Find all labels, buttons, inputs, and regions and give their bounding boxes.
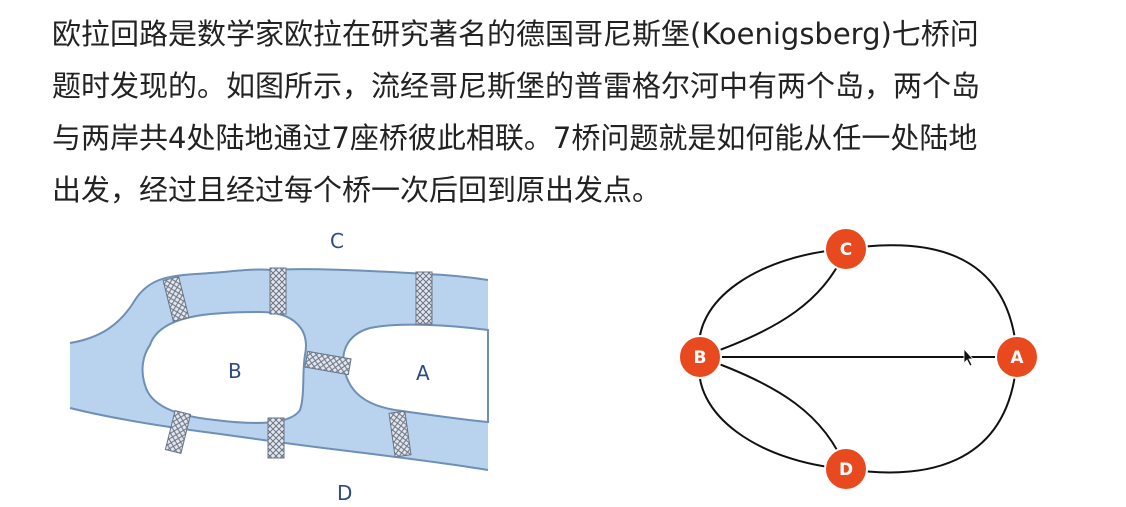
node-label-c: C [840, 240, 852, 260]
map-label-d: D [337, 481, 352, 505]
bridge-2 [269, 267, 287, 315]
description-line-1: 欧拉回路是数学家欧拉在研究著名的德国哥尼斯堡(Koenigsberg)七桥问 [52, 17, 979, 51]
node-label-b: B [694, 348, 707, 368]
node-label-a: A [1010, 348, 1024, 368]
bridge-3 [415, 271, 433, 325]
description-line-2: 题时发现的。如图所示，流经哥尼斯堡的普雷格尔河中有两个岛，两个岛 [52, 69, 981, 103]
edge-d-a [845, 356, 1018, 474]
bridge-graph: C B A D [678, 227, 1039, 491]
bridge-5 [164, 410, 192, 454]
graph-node-a: A [995, 335, 1039, 379]
cursor-icon [963, 347, 974, 367]
edge-b-c-outer [698, 248, 847, 358]
map-label-c: C [330, 229, 344, 253]
island-b [141, 310, 307, 424]
node-label-d: D [839, 460, 853, 480]
koenigsberg-map: C B A D [69, 229, 489, 505]
map-label-b: B [228, 359, 242, 383]
description-line-4: 出发，经过且经过每个桥一次后回到原出发点。 [52, 173, 662, 207]
bridge-4 [304, 350, 352, 376]
bridge-7 [388, 410, 412, 458]
bridge-6 [267, 417, 285, 459]
description-paragraph: 欧拉回路是数学家欧拉在研究著名的德国哥尼斯堡(Koenigsberg)七桥问 题… [52, 8, 1102, 216]
edge-b-d-outer [698, 356, 847, 470]
graph-node-c: C [824, 227, 868, 271]
bridge-1 [162, 276, 190, 322]
edge-c-a [845, 244, 1018, 358]
graph-node-b: B [678, 335, 722, 379]
graph-node-d: D [824, 447, 868, 491]
map-label-a: A [416, 361, 430, 385]
description-line-3: 与两岸共4处陆地通过7座桥彼此相联。7桥问题就是如何能从任一处陆地 [52, 121, 978, 155]
